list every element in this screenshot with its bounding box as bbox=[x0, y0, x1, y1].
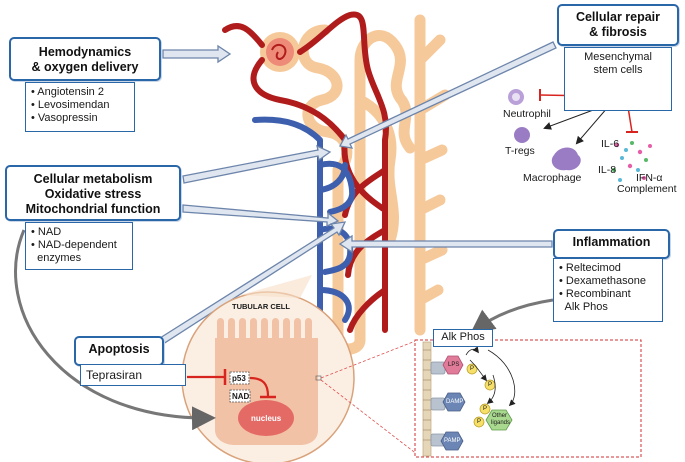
apoptosis-title: Apoptosis bbox=[88, 342, 150, 356]
lps-label: LPS bbox=[448, 362, 460, 368]
phosphate-label: P bbox=[470, 366, 475, 372]
hemodynamics-header: Hemodynamics & oxygen delivery bbox=[9, 37, 161, 81]
list-item: • Recombinant bbox=[559, 288, 631, 300]
other-ligands-label-line2: ligands bbox=[491, 420, 511, 426]
inflammation-title: Inflammation bbox=[572, 235, 651, 249]
other-ligands-label-line1: Other bbox=[492, 413, 508, 419]
neutrophil-label: Neutrophil bbox=[503, 108, 551, 120]
nad-to-cell-arrow bbox=[14, 229, 216, 431]
apoptosis-header: Apoptosis bbox=[74, 336, 164, 366]
complement-label: Complement bbox=[617, 183, 677, 195]
nucleus-label: nucleus bbox=[251, 414, 282, 423]
metabolism-header: Cellular metabolism Oxidative stress Mit… bbox=[5, 165, 181, 221]
glomerulus bbox=[260, 32, 300, 72]
repair-title-line1: Cellular repair bbox=[575, 10, 661, 24]
list-item: Alk Phos bbox=[559, 301, 608, 313]
alkphos-arrow bbox=[470, 298, 554, 334]
il8-label: IL-8 bbox=[598, 164, 617, 176]
hemodynamics-list: • Angiotensin 2 • Levosimendan • Vasopre… bbox=[25, 82, 135, 132]
list-item: • NAD bbox=[31, 226, 62, 238]
tregs-label: T-regs bbox=[505, 145, 535, 157]
alk-phos-title: Alk Phos bbox=[433, 329, 493, 347]
inflammation-list: • Reltecimod • Dexamethasone • Recombina… bbox=[553, 258, 663, 322]
metabolism-title-line3: Mitochondrial function bbox=[25, 202, 161, 216]
hemodynamics-title-line1: Hemodynamics bbox=[38, 45, 132, 59]
alk-phos-title-text: Alk Phos bbox=[441, 331, 485, 343]
hemodynamics-title-line2: & oxygen delivery bbox=[31, 60, 139, 74]
phosphate-label: P bbox=[483, 406, 488, 412]
list-item: • Dexamethasone bbox=[559, 275, 647, 287]
pamp-label: PAMP bbox=[444, 438, 461, 444]
list-item: • Reltecimod bbox=[559, 262, 621, 274]
tubular-cell-panel bbox=[181, 275, 419, 462]
p53-label: p53 bbox=[232, 374, 246, 383]
list-item: • NAD-dependent bbox=[31, 239, 117, 251]
damp-label: DAMP bbox=[446, 399, 464, 405]
list-item: • Vasopressin bbox=[31, 112, 98, 124]
tubular-cell-title: TUBULAR CELL bbox=[232, 302, 290, 311]
msc-label-line2: stem cells bbox=[593, 64, 643, 76]
repair-title-line2: & fibrosis bbox=[589, 25, 647, 39]
msc-box: Mesenchymal stem cells bbox=[564, 47, 672, 111]
msc-label-line1: Mesenchymal bbox=[584, 51, 652, 63]
phosphate-label: P bbox=[488, 382, 493, 388]
macrophage-label: Macrophage bbox=[523, 172, 582, 184]
ifn-label: IFN-α bbox=[636, 172, 663, 184]
apoptosis-list: Teprasiran bbox=[80, 364, 186, 386]
list-item: enzymes bbox=[31, 252, 82, 264]
phosphate-label: P bbox=[477, 419, 482, 425]
alk-phos-panel bbox=[414, 339, 642, 458]
repair-header: Cellular repair & fibrosis bbox=[557, 4, 679, 46]
pointer-arrows bbox=[159, 41, 557, 345]
artery bbox=[222, 11, 389, 333]
metabolism-title-line1: Cellular metabolism bbox=[33, 172, 153, 186]
list-item: Teprasiran bbox=[86, 368, 143, 382]
list-item: • Angiotensin 2 bbox=[31, 86, 104, 98]
inflammation-header: Inflammation bbox=[553, 229, 670, 259]
il6-label: IL-6 bbox=[601, 138, 620, 150]
metabolism-list: • NAD • NAD-dependent enzymes bbox=[25, 222, 133, 270]
metabolism-title-line2: Oxidative stress bbox=[44, 187, 142, 201]
list-item: • Levosimendan bbox=[31, 99, 110, 111]
nad-cell-label: NAD bbox=[232, 392, 250, 401]
